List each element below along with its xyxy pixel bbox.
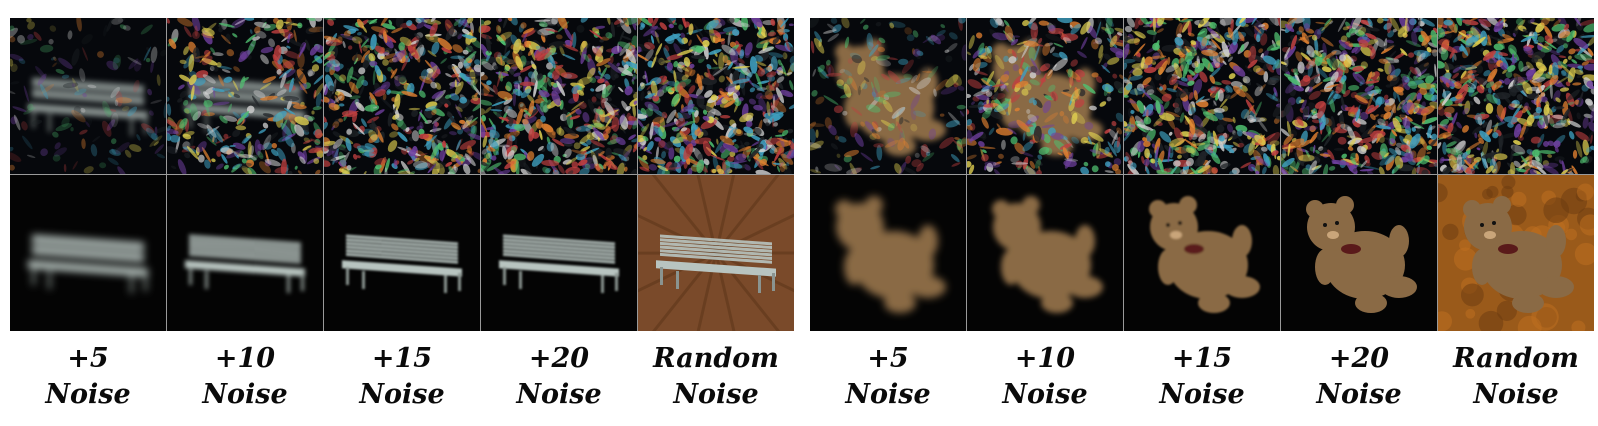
- bear-noisy-input-5: [1438, 18, 1594, 174]
- bear-noisy-input-4: [1281, 18, 1437, 174]
- label-noise-word: Noise: [1159, 379, 1245, 410]
- bear-result-4: [1281, 175, 1437, 331]
- bench-result-1: [10, 175, 166, 331]
- label-noise-amount: Random: [653, 343, 779, 374]
- bear-noisy-input-3: [1124, 18, 1280, 174]
- label-noise-amount: Random: [1453, 343, 1579, 374]
- image-grid-bench: [10, 18, 794, 331]
- label-noise-amount: +5: [867, 343, 909, 374]
- label-noise-word: Noise: [202, 379, 288, 410]
- bench-noisy-input-4: [481, 18, 637, 174]
- bear-noisy-input-1: [810, 18, 966, 174]
- label-noise-amount: +15: [371, 343, 433, 374]
- label-noise-amount: +20: [1328, 343, 1390, 374]
- label-noise-word: Noise: [1473, 379, 1559, 410]
- bench-noisy-input-3: [324, 18, 480, 174]
- bench-noisy-input-2: [167, 18, 323, 174]
- label-noise-amount: +5: [67, 343, 109, 374]
- bear-result-5: [1438, 175, 1594, 331]
- bench-noisy-input-1: [10, 18, 166, 174]
- bear-result-2: [967, 175, 1123, 331]
- label-noise-amount: +20: [528, 343, 590, 374]
- bear-noisy-input-2: [967, 18, 1123, 174]
- label-noise-word: Noise: [845, 379, 931, 410]
- label-noise-word: Noise: [1002, 379, 1088, 410]
- label-noise-amount: +10: [1014, 343, 1076, 374]
- label-noise-amount: +10: [214, 343, 276, 374]
- label-noise-word: Noise: [45, 379, 131, 410]
- label-noise-word: Noise: [516, 379, 602, 410]
- bench-result-5: [638, 175, 794, 331]
- image-grid-teddy-bear: [810, 18, 1594, 331]
- label-noise-amount: +15: [1171, 343, 1233, 374]
- bench-noisy-input-5: [638, 18, 794, 174]
- bench-result-3: [324, 175, 480, 331]
- bench-result-2: [167, 175, 323, 331]
- label-noise-word: Noise: [673, 379, 759, 410]
- bear-result-1: [810, 175, 966, 331]
- bear-result-3: [1124, 175, 1280, 331]
- label-noise-word: Noise: [1316, 379, 1402, 410]
- bench-result-4: [481, 175, 637, 331]
- label-noise-word: Noise: [359, 379, 445, 410]
